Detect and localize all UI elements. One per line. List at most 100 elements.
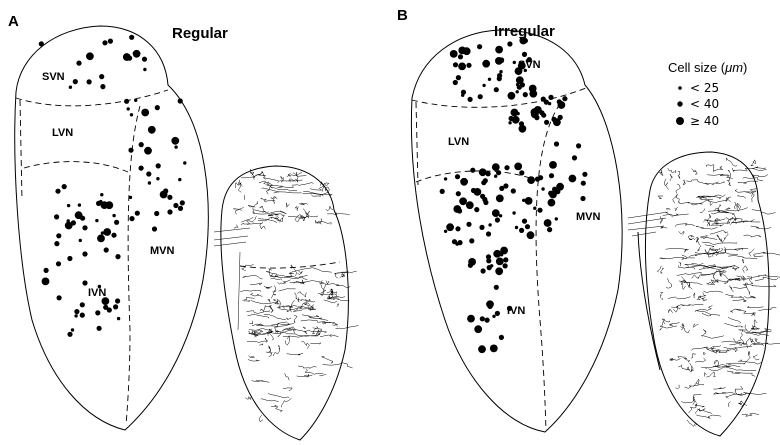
cell-marker-medium bbox=[537, 208, 542, 213]
fiber-stroke bbox=[686, 180, 709, 185]
fiber-stroke bbox=[681, 281, 686, 289]
fiber-stroke bbox=[679, 262, 681, 266]
cell-marker-large bbox=[103, 228, 111, 236]
cell-marker-small bbox=[78, 203, 81, 206]
cell-marker-large bbox=[459, 197, 467, 205]
fiber-stroke bbox=[733, 284, 753, 288]
fiber-stroke bbox=[755, 277, 778, 281]
fiber-stroke bbox=[326, 281, 329, 285]
cell-marker-large bbox=[474, 325, 482, 333]
panel-a-fiber-strokes bbox=[233, 169, 358, 422]
fiber-stroke bbox=[736, 309, 755, 314]
fiber-stroke bbox=[287, 353, 304, 355]
fiber-stroke bbox=[724, 279, 740, 283]
cell-marker-medium bbox=[456, 191, 461, 196]
fiber-stroke bbox=[253, 216, 257, 221]
cell-marker-medium bbox=[56, 261, 61, 266]
fiber-stroke bbox=[679, 231, 684, 234]
cell-marker-small bbox=[98, 285, 101, 288]
panel-b-label-mvn: MVN bbox=[576, 211, 601, 223]
cell-marker-medium bbox=[469, 238, 474, 243]
cell-marker-medium bbox=[479, 225, 484, 230]
fiber-stroke bbox=[294, 293, 299, 302]
fiber-stroke bbox=[687, 420, 697, 427]
fiber-stroke bbox=[752, 285, 776, 287]
fiber-stroke bbox=[249, 321, 253, 324]
cell-marker-medium bbox=[108, 39, 113, 44]
panel-a-drawing-outline bbox=[221, 166, 349, 440]
fiber-stroke bbox=[261, 399, 279, 402]
cell-marker-large bbox=[453, 205, 461, 213]
cell-marker-medium bbox=[129, 216, 134, 221]
cell-marker-large bbox=[527, 231, 535, 239]
fiber-stroke bbox=[242, 275, 262, 279]
fiber-stroke bbox=[730, 343, 745, 345]
fiber-stroke bbox=[717, 235, 722, 242]
fiber-stroke bbox=[750, 339, 755, 343]
fiber-stroke bbox=[675, 224, 695, 227]
cell-marker-small bbox=[127, 107, 130, 110]
cell-marker-medium bbox=[527, 57, 532, 62]
fiber-stroke bbox=[693, 324, 698, 328]
cell-marker-medium bbox=[547, 227, 552, 232]
fiber-stroke bbox=[295, 214, 301, 222]
cell-marker-large bbox=[148, 126, 156, 134]
fiber-stroke bbox=[271, 278, 283, 280]
cell-marker-medium bbox=[576, 143, 581, 148]
cell-marker-medium bbox=[470, 168, 475, 173]
cell-marker-large bbox=[458, 47, 466, 55]
fiber-stroke bbox=[733, 338, 741, 342]
panel-a-fiber-drawing bbox=[214, 166, 359, 440]
cell-marker-medium bbox=[523, 92, 528, 97]
fiber-stroke bbox=[748, 306, 764, 307]
cell-marker-medium bbox=[139, 166, 144, 171]
cell-marker-medium bbox=[452, 239, 457, 244]
legend-title-prefix: Cell size ( bbox=[668, 60, 726, 75]
fiber-stroke bbox=[687, 363, 693, 372]
cell-marker-medium bbox=[495, 311, 500, 316]
fiber-stroke bbox=[751, 220, 760, 222]
fiber-stroke bbox=[248, 314, 270, 318]
fiber-stroke bbox=[285, 336, 289, 345]
fiber-stroke bbox=[273, 345, 280, 356]
fiber-stroke bbox=[305, 369, 323, 374]
cell-marker-medium bbox=[480, 316, 485, 321]
legend-item-small: < 25 bbox=[690, 81, 719, 95]
fiber-stroke bbox=[278, 280, 291, 284]
fiber-stroke bbox=[334, 296, 345, 298]
cell-marker-medium bbox=[82, 280, 87, 285]
cell-marker-small bbox=[524, 69, 527, 72]
cell-marker-small bbox=[74, 314, 77, 317]
fiber-stroke bbox=[726, 367, 756, 371]
fiber-stroke bbox=[754, 255, 764, 257]
fiber-stroke bbox=[668, 168, 676, 172]
fiber-stroke bbox=[752, 193, 755, 202]
cell-marker-small bbox=[508, 121, 511, 124]
fiber-stroke bbox=[757, 342, 780, 345]
fiber-stroke bbox=[689, 283, 692, 290]
cell-marker-large bbox=[458, 63, 466, 71]
fiber-stroke bbox=[696, 311, 719, 316]
fiber-stroke bbox=[751, 226, 772, 229]
fiber-stroke bbox=[738, 361, 761, 364]
cell-marker-medium bbox=[549, 173, 554, 178]
cell-marker-large bbox=[478, 345, 486, 353]
cell-marker-small bbox=[129, 196, 132, 199]
fiber-stroke bbox=[696, 415, 721, 419]
cell-marker-small bbox=[143, 68, 146, 71]
fiber-stroke bbox=[658, 196, 663, 199]
fiber-stroke bbox=[702, 242, 737, 245]
legend-marker-large bbox=[676, 117, 684, 125]
cell-marker-medium bbox=[82, 251, 87, 256]
fiber-stroke bbox=[751, 328, 760, 330]
fiber-stroke bbox=[277, 218, 283, 222]
cell-marker-medium bbox=[167, 209, 172, 214]
cell-marker-small bbox=[95, 219, 98, 222]
fiber-stroke bbox=[324, 183, 330, 193]
fiber-stroke bbox=[323, 363, 353, 368]
cell-marker-large bbox=[495, 57, 503, 65]
cell-marker-medium bbox=[486, 231, 491, 236]
fiber-stroke bbox=[304, 299, 311, 304]
fiber-stroke bbox=[720, 273, 727, 280]
fiber-stroke bbox=[249, 355, 255, 357]
